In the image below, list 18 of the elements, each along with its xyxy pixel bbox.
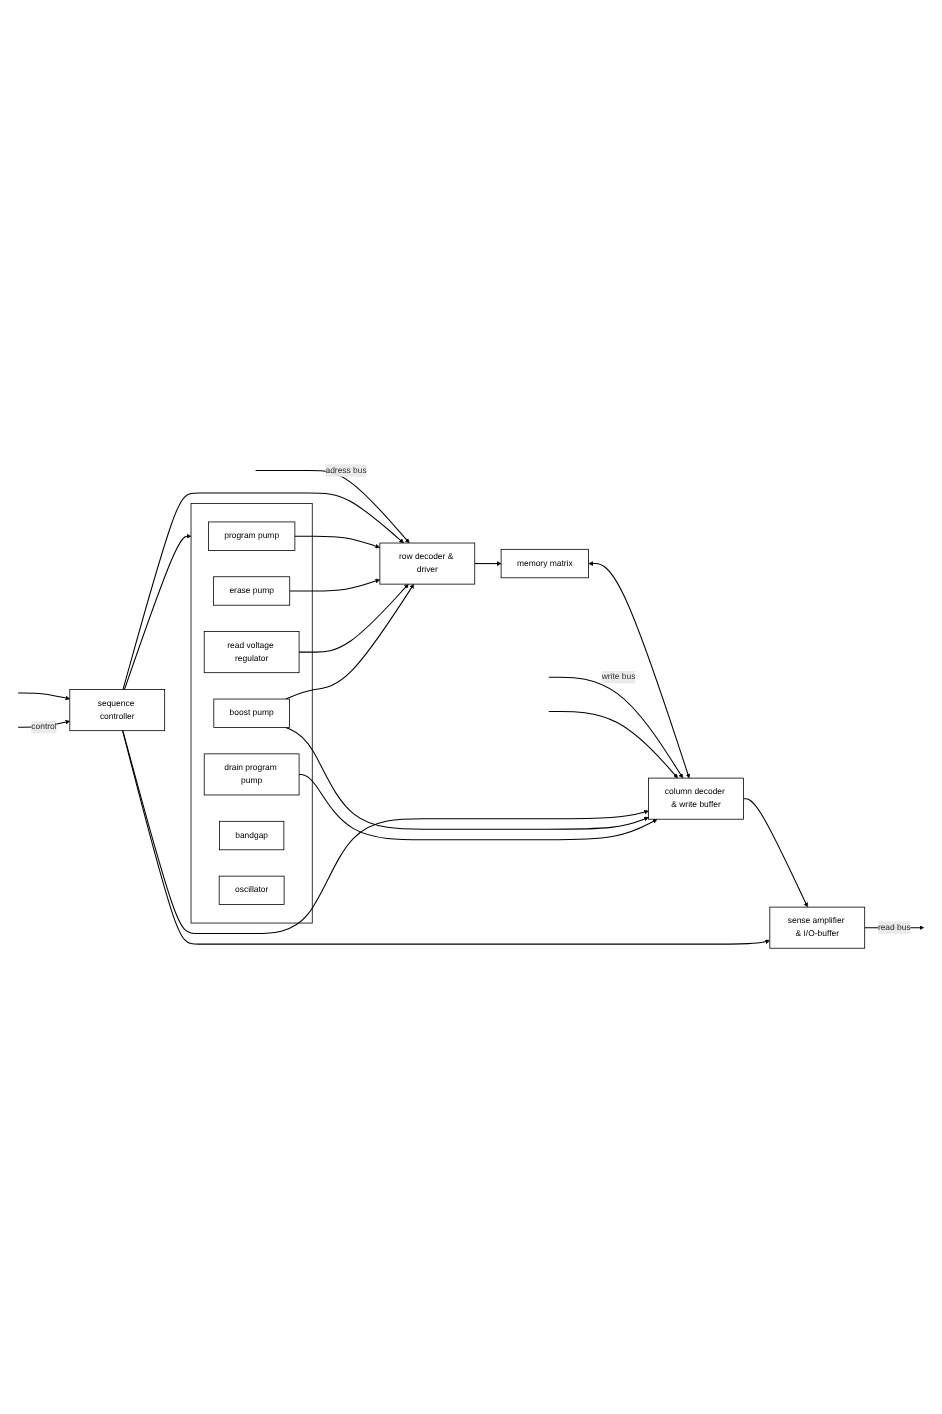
arrow bbox=[548, 711, 678, 780]
arrow bbox=[285, 584, 415, 701]
arrow bbox=[255, 470, 410, 544]
arrow bbox=[289, 579, 381, 593]
arrow bbox=[294, 536, 381, 550]
arrow bbox=[298, 584, 409, 654]
arrow bbox=[123, 534, 192, 691]
arrow bbox=[122, 493, 404, 691]
arrow bbox=[588, 562, 691, 780]
arrow bbox=[122, 730, 649, 935]
arrow bbox=[548, 677, 684, 780]
cluster bbox=[190, 503, 313, 925]
arrow bbox=[298, 774, 658, 842]
arrow bbox=[742, 798, 808, 909]
arrow bbox=[285, 727, 649, 831]
arrow bbox=[122, 730, 771, 946]
arrow bbox=[474, 562, 502, 567]
arrow bbox=[17, 693, 70, 702]
